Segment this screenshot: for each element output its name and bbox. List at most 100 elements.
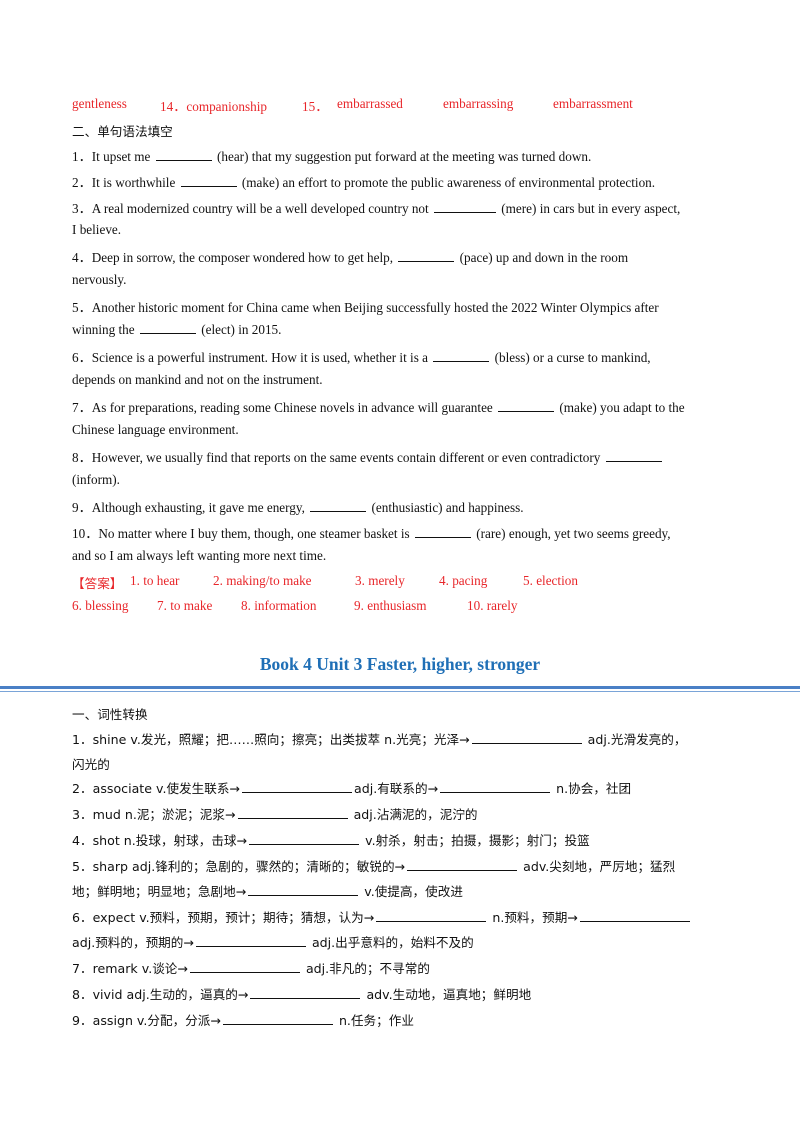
answer-blank[interactable] bbox=[195, 945, 306, 947]
answer-item: 6. blessing bbox=[72, 598, 129, 613]
exercise-item: 9．Although exhausting, it gave me energy… bbox=[72, 497, 524, 516]
answer-blank[interactable] bbox=[579, 920, 690, 922]
item-text: (pace) up and down in the room bbox=[459, 250, 629, 265]
prev-answer: 15． bbox=[302, 99, 329, 114]
item-text: (mere) in cars but in every aspect, bbox=[501, 201, 681, 216]
item-text: 9．Although exhausting, it gave me energy… bbox=[72, 500, 305, 515]
exercise-item: 4．Deep in sorrow, the composer wondered … bbox=[72, 247, 628, 266]
answer-blank[interactable] bbox=[398, 260, 455, 262]
prev-answer: embarrassed bbox=[337, 96, 403, 111]
prev-answer: gentleness bbox=[72, 96, 127, 111]
word-form-item: 5．sharp adj.锋利的；急剧的，骤然的；清晰的；敏锐的→ adv.尖刻地… bbox=[72, 856, 675, 875]
section-heading: 一、词性转换 bbox=[72, 707, 148, 722]
word-form-item: 4．shot n.投球，射球，击球→ v.射杀，射击；拍摄，摄影；射门；投篮 bbox=[72, 830, 590, 849]
answer-blank[interactable] bbox=[433, 211, 496, 213]
item-text: (hear) that my suggestion put forward at… bbox=[216, 149, 592, 164]
word-form-item: 2．associate v.使发生联系→adj.有联系的→ n.协会，社团 bbox=[72, 778, 631, 797]
item-text: n.协会，社团 bbox=[556, 781, 632, 796]
title-divider bbox=[0, 686, 800, 689]
item-text: 6．expect v.预料，预期，预计；期待；猜想，认为→ bbox=[72, 910, 375, 925]
item-text: 3．A real modernized country will be a we… bbox=[72, 201, 429, 216]
unit-title: Book 4 Unit 3 Faster, higher, stronger bbox=[259, 654, 541, 674]
answer-blank[interactable] bbox=[376, 920, 487, 922]
word-form-item: 1．shine v.发光，照耀；把……照向；擦亮；出类拔萃 n.光亮；光泽→ a… bbox=[72, 729, 686, 748]
item-text: 9．assign v.分配，分派→ bbox=[72, 1013, 221, 1028]
answer-item: 3. merely bbox=[355, 573, 405, 588]
answer-blank[interactable] bbox=[498, 410, 555, 412]
item-text: 6．Science is a powerful instrument. How … bbox=[72, 350, 428, 365]
answer-blank[interactable] bbox=[407, 869, 518, 871]
prev-answers-row: gentleness 14．companionship 15． embarras… bbox=[0, 96, 800, 114]
exercise-item: 6．Science is a powerful instrument. How … bbox=[72, 347, 651, 366]
item-text: (rare) enough, yet two seems greedy, bbox=[476, 526, 671, 541]
item-text: (make) an effort to promote the public a… bbox=[241, 175, 656, 190]
item-text: 4．shot n.投球，射球，击球→ bbox=[72, 833, 248, 848]
answer-blank[interactable] bbox=[180, 185, 237, 187]
answer-item: 2. making/to make bbox=[213, 573, 312, 588]
answer-item: 9. enthusiasm bbox=[354, 598, 427, 613]
answer-blank[interactable] bbox=[248, 894, 359, 896]
answer-item: 4. pacing bbox=[439, 573, 488, 588]
item-text: 8．However, we usually find that reports … bbox=[72, 450, 601, 465]
answers-row: 【答案】 1. to hear 2. making/to make 3. mer… bbox=[0, 573, 800, 591]
answers-row: 6. blessing 7. to make 8. information 9.… bbox=[0, 598, 800, 616]
answer-blank[interactable] bbox=[139, 332, 196, 334]
exercise-item: 2．It is worthwhile (make) an effort to p… bbox=[72, 172, 655, 191]
prev-answer: embarrassing bbox=[443, 96, 514, 111]
item-continuation: I believe. bbox=[72, 222, 122, 237]
answer-blank[interactable] bbox=[249, 843, 360, 845]
exercise-item: 7．As for preparations, reading some Chin… bbox=[72, 397, 685, 416]
prev-answer: 14．companionship bbox=[160, 99, 267, 114]
item-text: 2．associate v.使发生联系→ bbox=[72, 781, 240, 796]
answer-blank[interactable] bbox=[189, 971, 300, 973]
exercise-item: 5．Another historic moment for China came… bbox=[72, 300, 659, 315]
answer-blank[interactable] bbox=[310, 510, 367, 512]
exercise-item: 3．A real modernized country will be a we… bbox=[72, 198, 680, 217]
item-text: adj.预料的，预期的→ bbox=[72, 935, 194, 950]
answer-blank[interactable] bbox=[471, 742, 582, 744]
item-text: 7．remark v.谈论→ bbox=[72, 961, 188, 976]
answer-blank[interactable] bbox=[155, 159, 212, 161]
exercise-item: 8．However, we usually find that reports … bbox=[72, 447, 664, 466]
item-text: 2．It is worthwhile bbox=[72, 175, 176, 190]
answer-blank[interactable] bbox=[433, 360, 490, 362]
item-text: (elect) in 2015. bbox=[201, 322, 282, 337]
item-continuation: Chinese language environment. bbox=[72, 422, 239, 437]
section-heading: 二、单句语法填空 bbox=[72, 124, 173, 139]
item-continuation: 闪光的 bbox=[72, 757, 110, 772]
item-text: 4．Deep in sorrow, the composer wondered … bbox=[72, 250, 394, 265]
item-text: v.使提高，使改进 bbox=[364, 884, 463, 899]
answer-item: 5. election bbox=[523, 573, 578, 588]
answer-blank[interactable] bbox=[241, 791, 352, 793]
answer-blank[interactable] bbox=[605, 460, 662, 462]
item-text: 10．No matter where I buy them, though, o… bbox=[72, 526, 410, 541]
item-text: adj.出乎意料的，始料不及的 bbox=[311, 935, 474, 950]
item-text: v.射杀，射击；拍摄，摄影；射门；投篮 bbox=[365, 833, 590, 848]
answer-blank[interactable] bbox=[414, 536, 471, 538]
item-text: n.预料，预期→ bbox=[492, 910, 578, 925]
answer-label: 【答案】 bbox=[72, 576, 123, 591]
answer-item: 10. rarely bbox=[467, 598, 518, 613]
item-text: 1．shine v.发光，照耀；把……照向；擦亮；出类拔萃 n.光亮；光泽→ bbox=[72, 732, 470, 747]
answer-blank[interactable] bbox=[440, 791, 551, 793]
word-form-item: 3．mud n.泥；淤泥；泥浆→ adj.沾满泥的，泥泞的 bbox=[72, 804, 478, 823]
word-form-item: 9．assign v.分配，分派→ n.任务；作业 bbox=[72, 1010, 414, 1029]
item-text: winning the bbox=[72, 322, 135, 337]
answer-blank[interactable] bbox=[237, 817, 348, 819]
answer-blank[interactable] bbox=[250, 997, 361, 999]
item-continuation: nervously. bbox=[72, 272, 127, 287]
item-continuation: 地；鲜明地；明显地；急剧地→ v.使提高，使改进 bbox=[72, 881, 463, 900]
item-text: n.任务；作业 bbox=[338, 1013, 414, 1028]
item-text: 地；鲜明地；明显地；急剧地→ bbox=[72, 884, 247, 899]
item-text: adv.生动地，逼真地；鲜明地 bbox=[366, 987, 532, 1002]
word-form-item: 6．expect v.预料，预期，预计；期待；猜想，认为→ n.预料，预期→ bbox=[72, 907, 692, 926]
title-divider-thin bbox=[0, 691, 800, 692]
word-form-item: 8．vivid adj.生动的，逼真的→ adv.生动地，逼真地；鲜明地 bbox=[72, 984, 531, 1003]
answer-blank[interactable] bbox=[222, 1023, 333, 1025]
item-continuation: depends on mankind and not on the instru… bbox=[72, 372, 323, 387]
word-form-item: 7．remark v.谈论→ adj.非凡的；不寻常的 bbox=[72, 958, 430, 977]
answer-item: 8. information bbox=[241, 598, 317, 613]
item-text: 1．It upset me bbox=[72, 149, 151, 164]
item-text: 7．As for preparations, reading some Chin… bbox=[72, 400, 493, 415]
item-text: adv.尖刻地，严厉地；猛烈 bbox=[523, 859, 676, 874]
